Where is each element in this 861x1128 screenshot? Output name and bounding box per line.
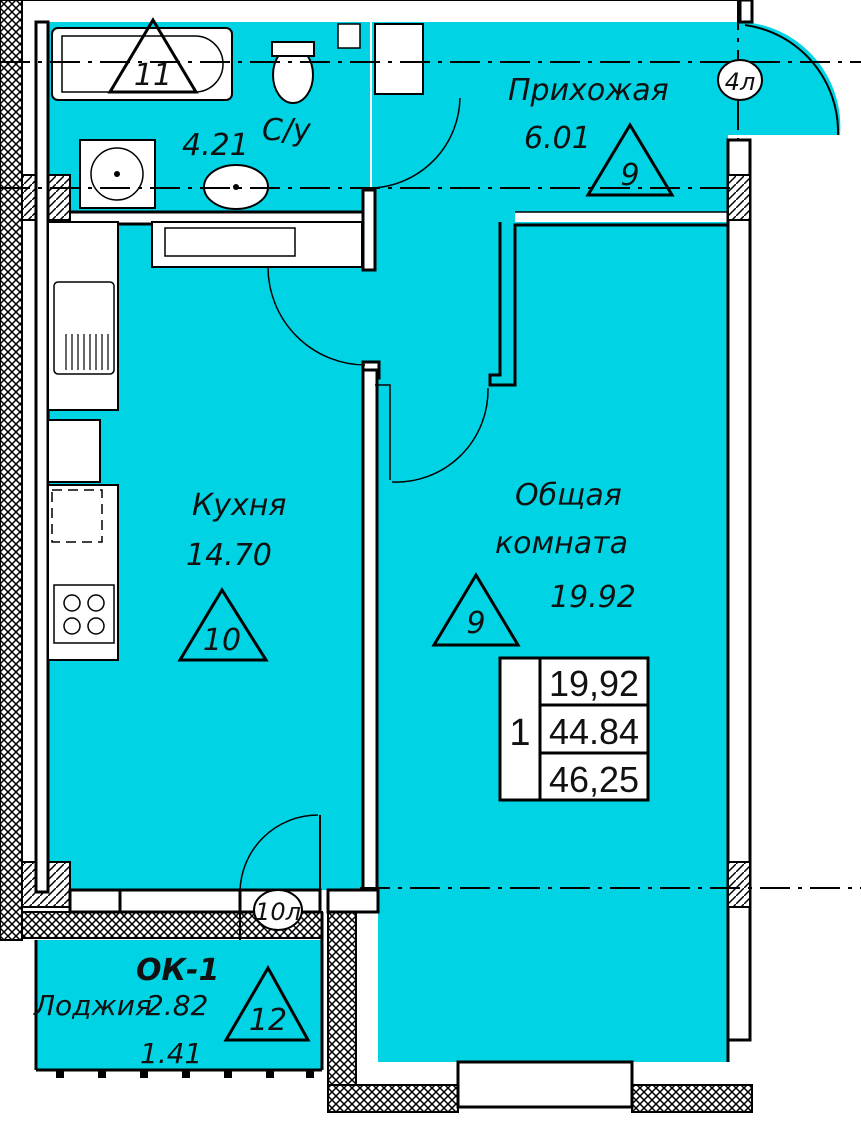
living-door-swing [391,387,489,483]
wall-left-inner [34,20,50,894]
entry-door-swing [728,22,841,135]
summary-table [498,656,650,802]
summary-total-with-loggia: 46,25 [549,759,639,800]
marker-triangle-loggia [223,964,311,1042]
hallway-name: Прихожая [508,73,669,108]
exterior-wall-bottom-right [631,1084,753,1113]
living-name-line2: комната [495,526,628,561]
living-room-area [363,212,728,1062]
wall-living-outline [488,222,730,1062]
summary-rooms-count: 1 [509,712,530,754]
marker-triangle-kitchen [177,587,269,662]
kitchen-area-label: 14.70 [186,538,272,573]
bathtub [51,27,233,101]
kitchen-cabinet [47,419,101,483]
summary-living-area: 19,92 [549,663,639,704]
exterior-wall-mid [327,889,357,1113]
bathroom-door-swing [369,97,461,189]
loggia-door-tag: 10л [255,898,301,926]
hallway-marker: 9 [620,158,639,193]
kitchen-counter-stove [47,484,119,661]
living-marker: 9 [466,606,485,641]
summary-total-area: 44.84 [549,711,639,752]
living-window [456,1060,634,1109]
loggia-name: Лоджия [33,989,152,1022]
exterior-wall-left [0,0,23,941]
loggia-window-code: ОК-1 [136,953,219,988]
bathroom-marker: 11 [134,58,172,93]
kitchen-door-swing [267,267,366,366]
hallway-area-label: 6.01 [524,121,591,156]
marker-triangle-hallway [585,122,675,197]
kitchen-counter-sink [47,221,119,411]
entry-door-tag: 4л [725,68,756,96]
stove [53,584,115,644]
exterior-wall-bottom-left [327,1084,459,1113]
marker-triangle-bathroom [107,17,199,94]
bathroom-name: С/у [262,113,312,148]
loggia-area-reduced: 1.41 [140,1037,202,1070]
hallway-area [372,22,728,212]
wall-partition [361,188,377,272]
loggia-marker: 12 [249,1003,287,1038]
kitchen-marker: 10 [203,623,241,658]
living-area-label: 19.92 [550,580,636,615]
hallway-wardrobe [151,221,363,268]
loggia-area-label: 2.82 [146,989,208,1022]
kitchen-name: Кухня [192,488,286,523]
bathroom-area-label: 4.21 [182,128,249,163]
living-name-line1: Общая [515,478,622,513]
wall-kitchen-living [361,368,379,892]
loggia-door-swing [239,814,319,893]
marker-triangle-living [431,572,521,647]
loggia-area [36,940,322,1070]
